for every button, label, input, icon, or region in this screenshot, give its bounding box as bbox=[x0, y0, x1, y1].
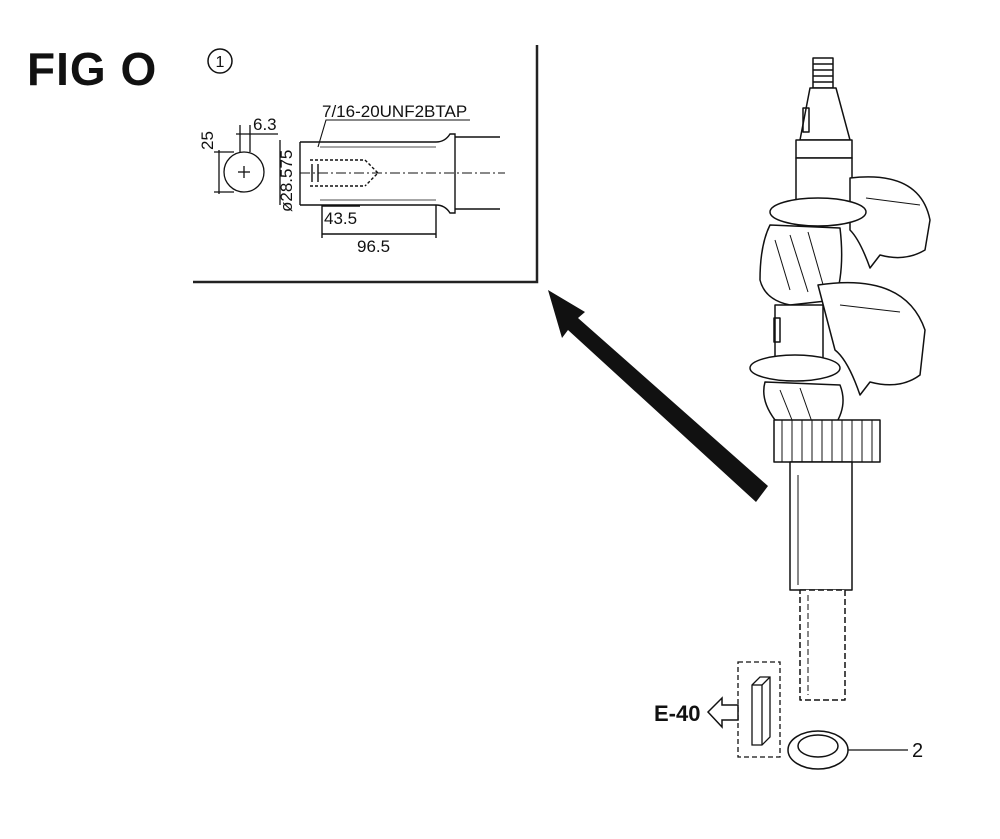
callout-number-1: 1 bbox=[216, 54, 225, 71]
washer-part bbox=[787, 730, 908, 770]
thread-spec-label: 7/16-20UNF2BTAP bbox=[322, 102, 467, 121]
reference-arrow bbox=[706, 696, 739, 729]
pointer-arrow bbox=[548, 290, 768, 502]
key-height-label: 25 bbox=[198, 131, 217, 150]
reference-label: E-40 bbox=[654, 701, 700, 726]
inset-frame bbox=[193, 45, 539, 284]
part-2-label: 2 bbox=[912, 740, 923, 762]
callout-circle-1 bbox=[207, 48, 233, 74]
detail-inset: 1 6.3 25 ø28.575 bbox=[193, 45, 539, 284]
shaft-diameter-label: ø28.575 bbox=[277, 150, 296, 212]
shaft-end-view bbox=[214, 125, 281, 205]
tap-depth-label: 43.5 bbox=[324, 209, 357, 228]
figure-title: FIG O bbox=[27, 43, 158, 95]
crankshaft bbox=[749, 57, 931, 701]
shaft-length-label: 96.5 bbox=[357, 237, 390, 256]
key-part bbox=[737, 661, 781, 758]
keyway-width-label: 6.3 bbox=[253, 115, 277, 134]
shaft-side-view bbox=[299, 119, 505, 238]
